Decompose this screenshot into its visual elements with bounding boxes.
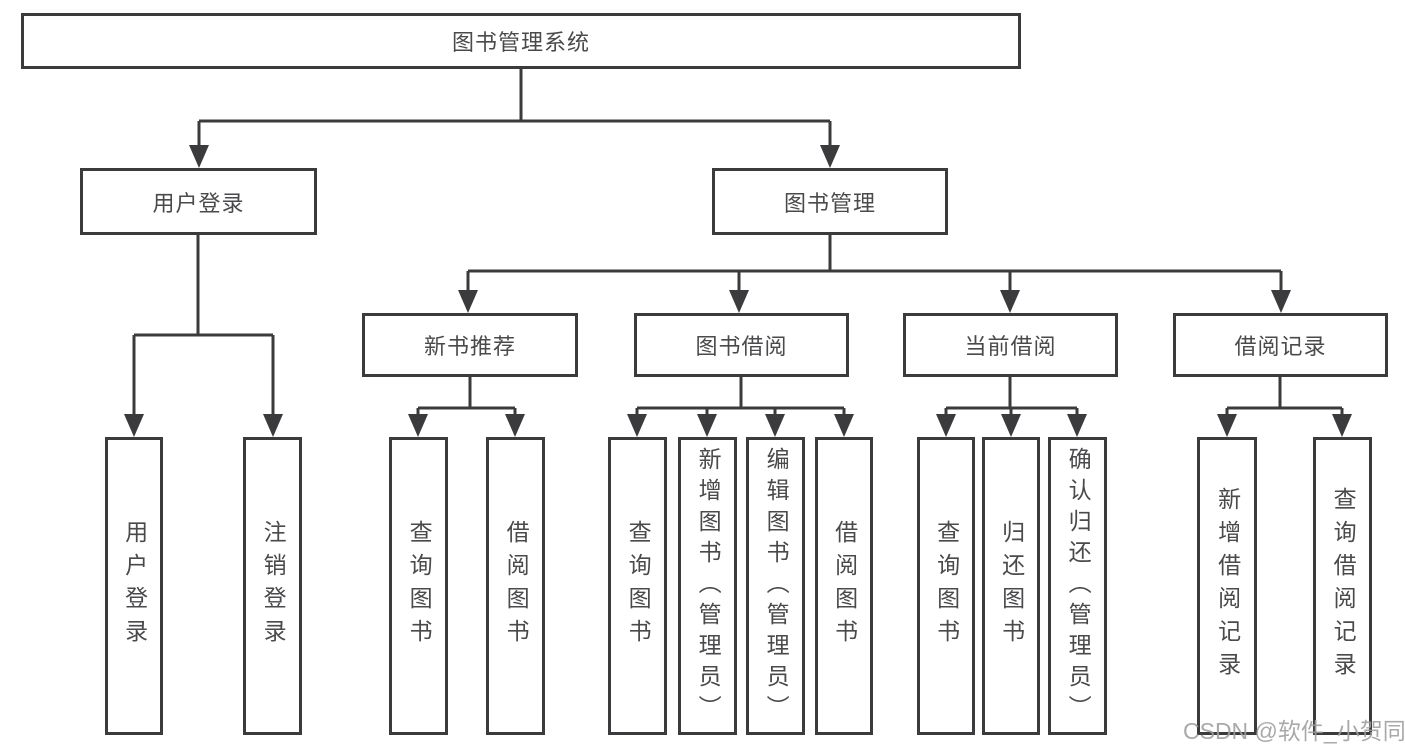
node-recommend-query-book-label: 查询图书 [406,520,433,652]
node-borrow-book-label: 借阅图书 [831,520,858,652]
node-root-label: 图书管理系统 [451,30,590,55]
node-current-query-book-label: 查询图书 [933,520,960,652]
node-confirm-return-admin-label: 确认归还（管理员） [1065,446,1092,726]
watermark: CSDN @软件_小贺同学 [1183,718,1405,744]
node-recommend-query-book: 查询图书 [389,437,448,735]
node-borrow-record-label: 借阅记录 [1234,334,1327,359]
node-add-borrow-record: 新增借阅记录 [1197,437,1257,735]
node-root: 图书管理系统 [21,13,1021,69]
node-return-book-label: 归还图书 [998,520,1025,652]
node-borrow-record: 借阅记录 [1173,313,1388,377]
node-recommend-borrow-book-label: 借阅图书 [503,520,530,652]
node-logout: 注销登录 [243,437,302,735]
node-borrow-book: 借阅图书 [815,437,873,735]
node-add-borrow-record-label: 新增借阅记录 [1214,487,1241,685]
node-query-borrow-record-label: 查询借阅记录 [1330,487,1357,685]
node-current-borrow-label: 当前借阅 [964,334,1057,359]
node-new-book-recommend: 新书推荐 [362,313,578,377]
node-borrow-query-book: 查询图书 [608,437,667,735]
node-logout-label: 注销登录 [260,520,287,652]
node-book-management: 图书管理 [712,168,948,235]
node-login-label: 用户登录 [121,520,148,652]
node-return-book: 归还图书 [982,437,1040,735]
arrowheads [124,145,1352,437]
node-edit-book-admin: 编辑图书（管理员） [746,437,805,735]
node-recommend-borrow-book: 借阅图书 [486,437,545,735]
node-query-borrow-record: 查询借阅记录 [1313,437,1372,735]
node-current-query-book: 查询图书 [917,437,975,735]
node-current-borrow: 当前借阅 [903,313,1118,377]
node-new-book-recommend-label: 新书推荐 [423,334,516,359]
node-login: 用户登录 [105,437,163,735]
node-book-borrow-label: 图书借阅 [695,334,788,359]
node-user-login-label: 用户登录 [152,190,245,216]
node-book-borrow: 图书借阅 [634,313,849,377]
node-book-management-label: 图书管理 [783,190,876,216]
node-add-book-admin: 新增图书（管理员） [678,437,737,735]
node-edit-book-admin-label: 编辑图书（管理员） [763,446,790,726]
node-user-login: 用户登录 [80,168,317,235]
node-confirm-return-admin: 确认归还（管理员） [1048,437,1107,735]
node-borrow-query-book-label: 查询图书 [625,520,652,652]
node-add-book-admin-label: 新增图书（管理员） [695,446,722,726]
